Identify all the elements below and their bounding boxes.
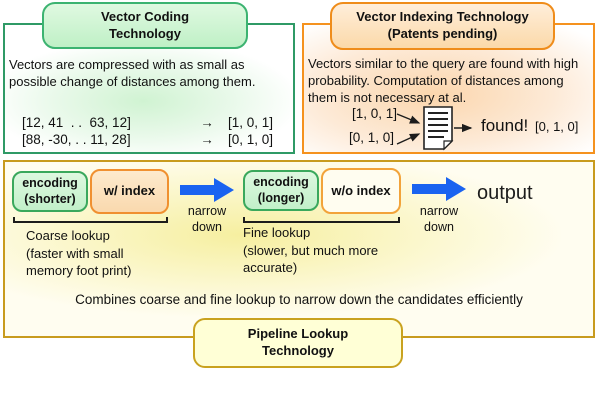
encoding-longer-box: encoding (longer) <box>243 170 319 211</box>
found-vector: [0, 1, 0] <box>535 119 579 134</box>
query-vector-2: [0, 1, 0] <box>349 130 395 145</box>
vector-indexing-description: Vectors similar to the query are found w… <box>308 56 579 105</box>
pipeline-summary: Combines coarse and fine lookup to narro… <box>75 292 523 307</box>
without-index-box: w/o index <box>321 168 401 214</box>
coded-vector: [1, 0, 1] <box>228 115 274 130</box>
fine-lookup-bracket <box>243 217 400 223</box>
found-label: found! <box>481 116 529 135</box>
vector-coding-description: Vectors are compressed with as small as … <box>9 57 256 89</box>
fine-lookup-label: Fine lookup (slower, but much more accur… <box>243 225 379 276</box>
coarse-lookup-bracket <box>13 217 168 223</box>
right-arrow-glyph: → <box>200 132 214 147</box>
output-label: output <box>477 182 533 204</box>
encoding-shorter-box: encoding (shorter) <box>12 171 88 212</box>
coarse-lookup-label: Coarse lookup (faster with small memory … <box>26 228 132 279</box>
query-arrow-1 <box>396 113 421 124</box>
query-arrow-2 <box>396 133 421 145</box>
vector-coding-examples: [12, 41 . . 63, 12] → [1, 0, 1] [88, -30… <box>22 114 273 148</box>
narrow-down-label-2: narrow down <box>419 204 459 234</box>
input-vector: [12, 41 . . 63, 12] <box>22 115 131 130</box>
narrow-down-arrow-2 <box>412 177 466 201</box>
pipeline-title: Pipeline Lookup Technology <box>193 318 403 368</box>
query-vector-1: [1, 0, 1] <box>352 106 398 121</box>
index-lookup-graphic <box>396 106 473 151</box>
document-icon <box>423 106 454 151</box>
vector-indexing-title: Vector Indexing Technology (Patents pend… <box>330 2 555 50</box>
right-arrow-glyph: → <box>200 115 214 130</box>
input-vector: [88, -30, . . 11, 28] <box>22 132 131 147</box>
with-index-box: w/ index <box>90 169 169 214</box>
vector-example-row: [88, -30, . . 11, 28] → [0, 1, 0] <box>22 131 273 148</box>
coded-vector: [0, 1, 0] <box>228 132 274 147</box>
narrow-down-arrow-1 <box>180 178 234 202</box>
narrow-down-label-1: narrow down <box>187 204 227 234</box>
vector-example-row: [12, 41 . . 63, 12] → [1, 0, 1] <box>22 114 273 131</box>
vector-coding-title: Vector Coding Technology <box>42 2 248 49</box>
